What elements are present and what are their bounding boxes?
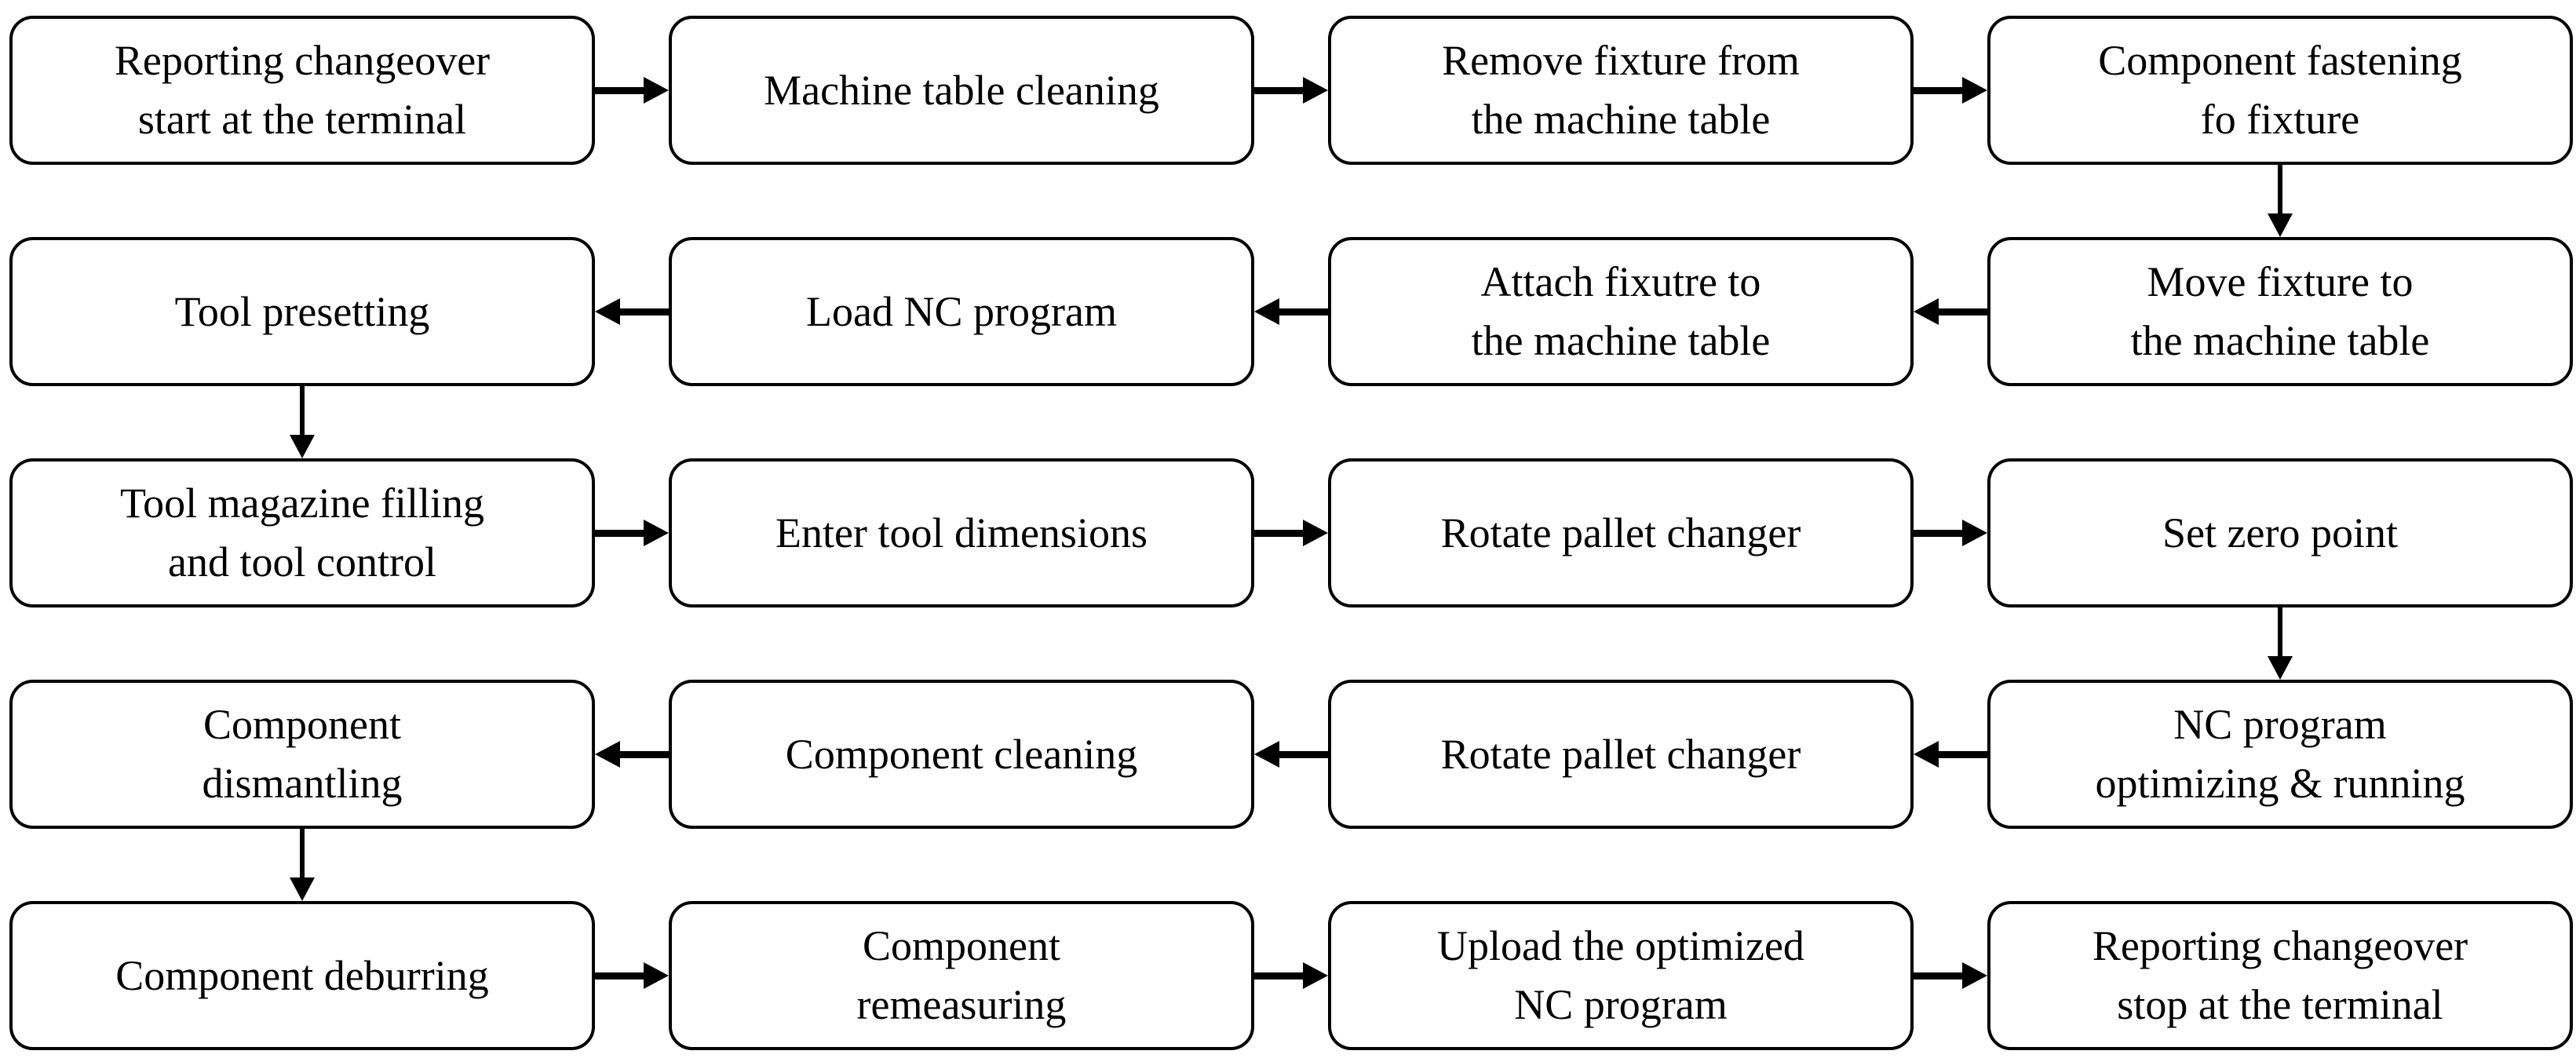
flow-step-label: Rotate pallet changer <box>1440 509 1801 556</box>
arrow-shaft <box>1939 308 1987 316</box>
arrow-head <box>1914 298 1939 325</box>
arrow-head <box>644 520 669 546</box>
arrow-right-icon <box>595 458 669 607</box>
arrow-head <box>2268 213 2293 237</box>
arrow-shaft <box>595 529 644 537</box>
flow-step-label: Component dismantling <box>202 701 403 807</box>
arrow-head <box>1914 741 1939 768</box>
arrow-right-icon <box>1914 16 1987 165</box>
flow-step-box: Component dismantling <box>9 680 595 829</box>
flow-step-box: Tool magazine filling and tool control <box>9 458 595 607</box>
flow-step-label: Remove fixture from the machine table <box>1442 37 1800 143</box>
arrow-shaft <box>1914 86 1962 94</box>
arrow-shaft <box>1254 529 1303 537</box>
arrow-shaft <box>1254 86 1303 94</box>
flow-step-label: Component deburring <box>115 951 489 999</box>
arrow-shaft <box>1914 529 1962 537</box>
arrow-shaft <box>1279 750 1328 758</box>
arrow-down-icon <box>9 386 595 458</box>
arrow-left-icon <box>1254 237 1328 386</box>
arrow-left-icon <box>1914 680 1987 829</box>
arrow-right-icon <box>595 901 669 1050</box>
flow-step-box: Move fixture to the machine table <box>1987 237 2573 386</box>
arrow-right-icon <box>595 16 669 165</box>
flow-step-box: Set zero point <box>1987 458 2573 607</box>
arrow-shaft <box>620 308 669 316</box>
arrow-head <box>1962 520 1987 546</box>
flow-step-box: Remove fixture from the machine table <box>1328 16 1914 165</box>
arrow-shaft <box>595 86 644 94</box>
flow-step-label: Rotate pallet changer <box>1440 730 1801 778</box>
arrow-head <box>1303 520 1328 546</box>
arrow-shaft <box>1939 750 1987 758</box>
arrow-left-icon <box>595 237 669 386</box>
arrow-down-icon <box>9 829 595 901</box>
arrow-right-icon <box>1914 901 1987 1050</box>
arrow-left-icon <box>595 680 669 829</box>
arrow-head <box>644 962 669 989</box>
arrow-head <box>1962 962 1987 989</box>
flow-step-label: Attach fixutre to the machine table <box>1471 258 1771 364</box>
flow-step-box: Machine table cleaning <box>669 16 1254 165</box>
arrow-shaft <box>620 750 669 758</box>
flow-step-box: Reporting changeover stop at the termina… <box>1987 901 2573 1050</box>
arrow-left-icon <box>1914 237 1987 386</box>
arrow-head <box>1254 298 1279 325</box>
flow-step-label: Tool magazine filling and tool control <box>119 480 485 586</box>
arrow-head <box>595 741 620 768</box>
arrow-left-icon <box>1254 680 1328 829</box>
arrow-right-icon <box>1254 458 1328 607</box>
flow-step-box: Component fastening fo fixture <box>1987 16 2573 165</box>
flow-step-box: NC program optimizing & running <box>1987 680 2573 829</box>
arrow-head <box>1303 962 1328 989</box>
arrow-head <box>644 77 669 104</box>
arrow-head <box>1962 77 1987 104</box>
flow-step-box: Tool presetting <box>9 237 595 386</box>
arrow-shaft <box>1254 972 1303 980</box>
arrow-head <box>1303 77 1328 104</box>
arrow-head <box>290 877 315 901</box>
flow-step-box: Upload the optimized NC program <box>1328 901 1914 1050</box>
flow-step-label: NC program optimizing & running <box>2095 701 2465 807</box>
arrow-shaft <box>300 829 305 877</box>
arrow-down-icon <box>1987 607 2573 680</box>
flow-step-label: Component remeasuring <box>856 922 1067 1028</box>
flow-step-label: Reporting changeover stop at the termina… <box>2092 922 2468 1028</box>
arrow-shaft <box>1914 972 1962 980</box>
flow-step-box: Rotate pallet changer <box>1328 458 1914 607</box>
flow-step-box: Enter tool dimensions <box>669 458 1254 607</box>
flow-step-label: Upload the optimized NC program <box>1437 922 1804 1028</box>
flow-step-label: Load NC program <box>806 287 1117 335</box>
flow-step-label: Set zero point <box>2162 509 2398 556</box>
arrow-shaft <box>1279 308 1328 316</box>
flow-step-box: Attach fixutre to the machine table <box>1328 237 1914 386</box>
flow-step-label: Move fixture to the machine table <box>2130 258 2430 364</box>
flow-step-label: Component fastening fo fixture <box>2098 37 2462 143</box>
flow-step-box: Component cleaning <box>669 680 1254 829</box>
flow-step-box: Reporting changeover start at the termin… <box>9 16 595 165</box>
flow-step-box: Component deburring <box>9 901 595 1050</box>
flow-step-label: Enter tool dimensions <box>775 509 1148 556</box>
arrow-right-icon <box>1254 16 1328 165</box>
arrow-shaft <box>300 386 305 435</box>
arrow-head <box>1254 741 1279 768</box>
arrow-shaft <box>2278 165 2282 213</box>
arrow-right-icon <box>1254 901 1328 1050</box>
arrow-shaft <box>595 972 644 980</box>
flow-step-box: Rotate pallet changer <box>1328 680 1914 829</box>
arrow-head <box>290 435 315 458</box>
flow-step-label: Machine table cleaning <box>764 66 1159 114</box>
flow-step-label: Reporting changeover start at the termin… <box>114 37 491 143</box>
arrow-shaft <box>2278 607 2282 656</box>
flow-step-label: Tool presetting <box>174 287 430 335</box>
flow-step-box: Component remeasuring <box>669 901 1254 1050</box>
arrow-right-icon <box>1914 458 1987 607</box>
arrow-down-icon <box>1987 165 2573 237</box>
flow-step-label: Component cleaning <box>785 730 1138 778</box>
arrow-head <box>595 298 620 325</box>
arrow-head <box>2268 656 2293 680</box>
flow-step-box: Load NC program <box>669 237 1254 386</box>
